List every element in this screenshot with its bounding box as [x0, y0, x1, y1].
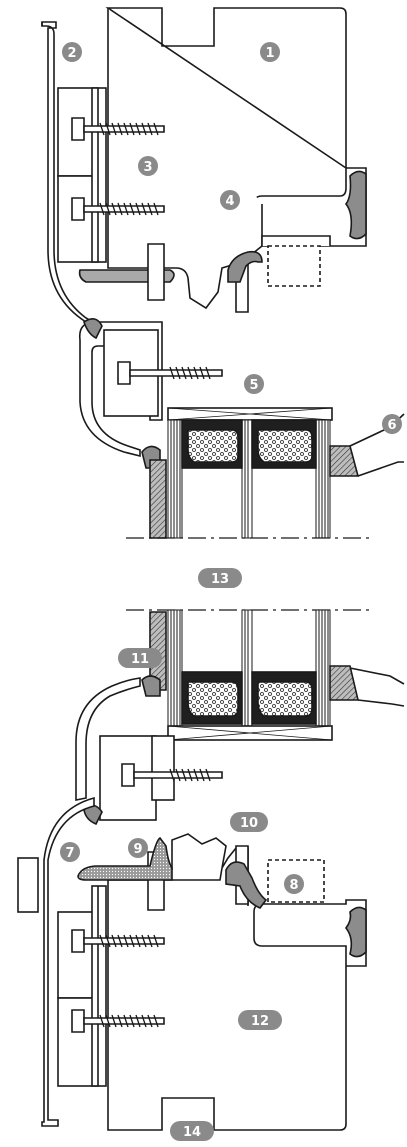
callout-9: 9 — [128, 838, 148, 858]
gasket-right-top — [344, 170, 367, 240]
frame-body-bottom — [107, 880, 367, 1131]
cladding-profile-bottom — [41, 796, 95, 1127]
gasket-9 — [77, 836, 173, 881]
callout-8: 8 — [284, 874, 304, 894]
callout-4: 4 — [220, 190, 240, 210]
svg-text:11: 11 — [131, 652, 149, 667]
drip-top — [147, 243, 165, 301]
spacer-bottom-right — [251, 671, 317, 725]
callout-1: 1 — [260, 42, 280, 62]
screw-bottom-3 — [71, 1009, 165, 1033]
callout-6: 6 — [382, 414, 402, 434]
callout-3: 3 — [138, 156, 158, 176]
outer-seal-bottom — [329, 665, 360, 701]
callout-11: 11 — [118, 648, 162, 668]
screw-top-2 — [71, 197, 165, 221]
svg-text:7: 7 — [65, 846, 74, 861]
sash-lower-box-top — [267, 245, 321, 287]
cladding-clip-bottom — [17, 857, 39, 913]
outer-seal-top — [329, 445, 360, 477]
bracket-top — [91, 87, 107, 263]
screw-bottom-1 — [121, 763, 223, 787]
svg-text:10: 10 — [240, 816, 258, 831]
svg-text:6: 6 — [387, 418, 396, 433]
spacer-top-right — [251, 419, 317, 469]
svg-text:2: 2 — [67, 46, 76, 61]
callout-14: 14 — [170, 1121, 214, 1141]
svg-text:12: 12 — [251, 1014, 269, 1029]
gasket-10 — [225, 861, 268, 909]
spacer-bottom-left — [181, 671, 243, 725]
seal-strip-top-left — [149, 459, 167, 539]
glazing-bead-bottom — [75, 677, 141, 801]
clip-bottom-top — [141, 675, 161, 697]
svg-text:9: 9 — [133, 842, 142, 857]
callout-12: 12 — [238, 1010, 282, 1030]
callout-5: 5 — [244, 374, 264, 394]
cladding-profile-top — [41, 21, 101, 332]
outer-profile-bottom — [349, 667, 405, 685]
callout-2: 2 — [62, 42, 82, 62]
bracket-bottom — [91, 885, 107, 1087]
sill-step-bottom — [171, 833, 227, 870]
gasket-4 — [227, 250, 263, 283]
clip-top-small — [83, 318, 103, 340]
frame-body-top — [107, 8, 263, 310]
svg-text:1: 1 — [265, 46, 274, 61]
gasket-right-bottom — [344, 906, 367, 958]
callout-13: 13 — [198, 568, 242, 588]
screw-bottom-2 — [71, 929, 165, 953]
svg-text:5: 5 — [249, 378, 258, 393]
spacer-top-left — [181, 419, 243, 469]
svg-text:3: 3 — [143, 160, 152, 175]
screw-top-3 — [117, 361, 223, 385]
callout-7: 7 — [60, 842, 80, 862]
glass-panes-top — [167, 419, 331, 539]
callout-10: 10 — [230, 812, 268, 832]
svg-text:14: 14 — [183, 1125, 201, 1140]
bead-plate-bottom-inner — [151, 735, 175, 801]
svg-text:13: 13 — [211, 572, 229, 587]
glass-panes-bottom — [167, 609, 331, 727]
svg-text:8: 8 — [289, 878, 298, 893]
svg-text:4: 4 — [225, 194, 234, 209]
screw-top-1 — [71, 117, 165, 141]
sash-top — [261, 235, 331, 246]
